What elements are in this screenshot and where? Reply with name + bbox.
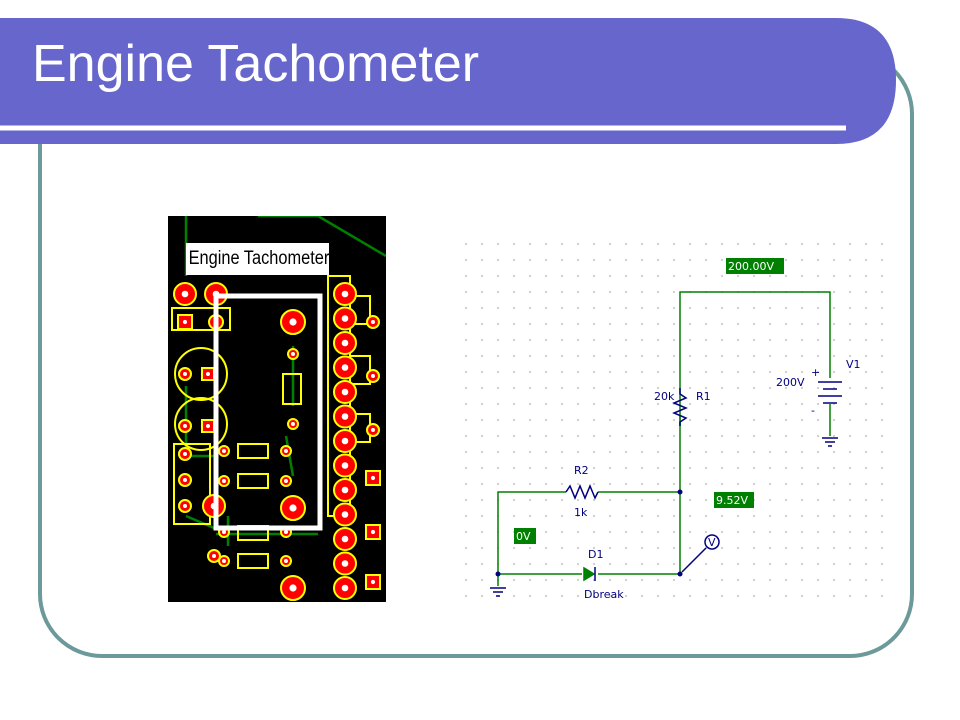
pcb-pad: [365, 470, 381, 486]
pcb-pad: [280, 575, 306, 601]
pcb-pad: [333, 331, 357, 355]
pcb-pad: [366, 315, 380, 329]
junction-dot: [677, 571, 683, 577]
pcb-pad: [178, 367, 192, 381]
pcb-pad: [280, 475, 292, 487]
pcb-layout: Engine Tachometer: [168, 216, 386, 602]
pcb-pad: [333, 527, 357, 551]
pcb-pad: [365, 574, 381, 590]
v1-plus: +: [811, 366, 820, 379]
voltage-probe-icon: [704, 534, 720, 550]
pcb-pad: [333, 282, 357, 306]
wire-left: [497, 491, 566, 574]
pcb-pad: [178, 473, 192, 487]
resistor-r2-symbol: [565, 484, 599, 500]
silk-outline: [174, 397, 228, 451]
pcb-pad: [218, 475, 230, 487]
pcb-pad: [201, 367, 215, 381]
node-voltage-tag-top: [726, 258, 784, 274]
pcb-pad: [178, 499, 192, 513]
pcb-pad: [333, 380, 357, 404]
schematic: 200.00V 9.52V 0V V1 200V + - R1 20k R2 1…: [458, 236, 888, 608]
pcb-pad: [333, 502, 357, 527]
node-voltage-top: 200.00V: [728, 260, 774, 273]
junction-dot: [495, 571, 501, 577]
pcb-pad: [287, 348, 299, 360]
voltage-probe-stem: [681, 547, 707, 573]
pcb-pad: [333, 306, 357, 331]
node-voltage-tag-ground: [514, 528, 536, 544]
silk-outline: [282, 373, 302, 405]
pcb-pad: [178, 447, 192, 461]
r2-name: R2: [574, 464, 589, 477]
pcb-pad: [218, 555, 230, 567]
silk-outline: [237, 443, 269, 459]
node-voltage-tag-mid: [714, 492, 754, 508]
silk-outline: [171, 307, 231, 331]
resistor-r1-symbol: [672, 388, 688, 426]
pcb-pad: [287, 418, 299, 430]
pcb-pad: [365, 524, 381, 540]
wires: [497, 291, 831, 586]
pcb-pad: [218, 445, 230, 457]
r2-value: 1k: [574, 506, 588, 519]
pcb-pad: [333, 478, 357, 502]
pcb-pad: [280, 495, 306, 521]
r1-value: 20k: [654, 390, 675, 403]
pcb-pad: [333, 429, 357, 453]
pcb-pad: [207, 549, 221, 563]
slide-title: Engine Tachometer: [32, 35, 480, 93]
voltage-probe-label: V: [708, 536, 716, 549]
silk-outline: [173, 443, 211, 525]
pcb-pad: [177, 314, 193, 330]
silk-outline: [237, 553, 269, 569]
pcb-pad: [333, 453, 357, 478]
pcb-pad: [280, 309, 306, 335]
pcb-pad: [333, 404, 357, 429]
silk-outline: [174, 347, 228, 401]
pcb-pad: [280, 555, 292, 567]
diode-d1-symbol: [583, 566, 596, 582]
v1-name: V1: [846, 358, 861, 371]
board-outline: [213, 293, 323, 531]
pcb-pad: [178, 419, 192, 433]
pcb-pad: [280, 445, 292, 457]
trace: [284, 435, 295, 477]
junction-dot: [677, 489, 683, 495]
pcb-pad: [333, 576, 357, 600]
pcb-pad: [366, 369, 380, 383]
pcb-pad: [333, 355, 357, 380]
r1-name: R1: [696, 390, 711, 403]
d1-name: D1: [588, 548, 603, 561]
header-band: [0, 18, 896, 144]
v1-minus: -: [811, 404, 815, 417]
pcb-pad: [333, 551, 357, 576]
node-voltage-ground: 0V: [516, 530, 531, 543]
v1-value: 200V: [776, 376, 805, 389]
pcb-pad: [173, 282, 197, 306]
node-voltage-mid: 9.52V: [716, 494, 748, 507]
pcb-pad: [201, 419, 215, 433]
components: [490, 381, 842, 597]
pcb-label: Engine Tachometer: [186, 243, 329, 275]
silk-outline: [237, 473, 269, 489]
pcb-silkscreen: [171, 275, 371, 569]
d1-model: Dbreak: [584, 588, 624, 601]
trace: [317, 216, 386, 258]
pcb-pad: [366, 423, 380, 437]
